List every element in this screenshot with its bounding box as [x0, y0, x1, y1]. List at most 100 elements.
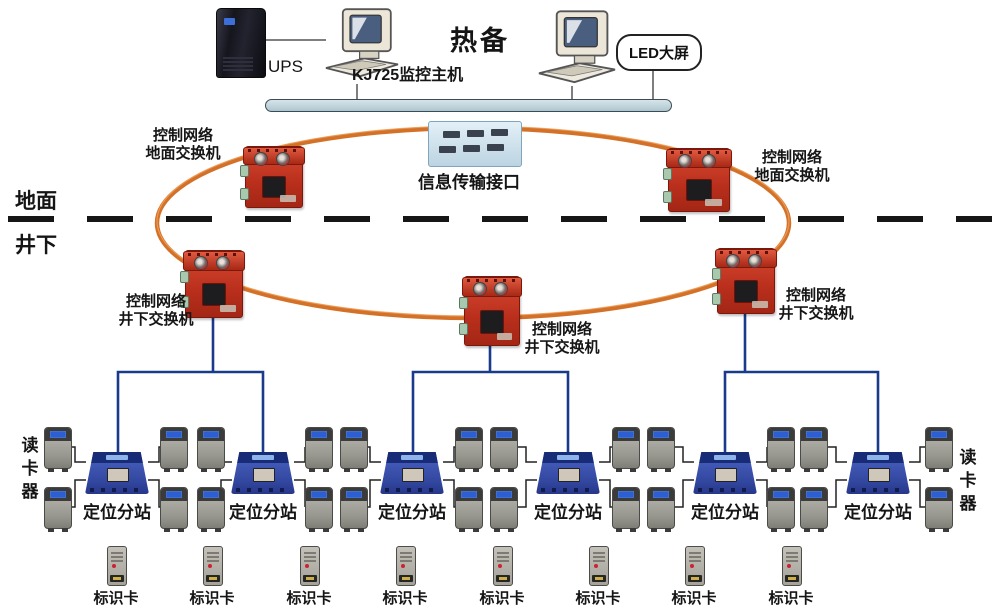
- substation-screen: [402, 468, 424, 482]
- reader-cap: [45, 488, 71, 501]
- transmission-interface-label: 信息传输接口: [418, 173, 520, 192]
- switch-top-cap: [715, 249, 777, 269]
- card-detail-line: [786, 556, 798, 558]
- card-reader-label-left: 读卡器: [18, 434, 42, 503]
- card-bottom-band: [688, 575, 702, 582]
- id-card: [782, 546, 802, 586]
- reader-cap: [491, 428, 517, 441]
- substation-label: 定位分站: [844, 503, 912, 522]
- switch-label-line2: 井下交换机: [524, 339, 600, 356]
- card-reader-label-char: 卡: [959, 471, 977, 490]
- reader-foot: [929, 528, 935, 532]
- reader-cap: [198, 488, 224, 501]
- reader-foot: [943, 528, 949, 532]
- switch-bolt-dots: [248, 149, 300, 152]
- reader-foot: [358, 468, 364, 472]
- reader-foot: [201, 528, 207, 532]
- reader-foot: [818, 468, 824, 472]
- reader-foot: [215, 468, 221, 472]
- substation-screen: [253, 468, 275, 482]
- id-card: [589, 546, 609, 586]
- card-bottom-band: [592, 575, 606, 582]
- reader-foot: [616, 468, 622, 472]
- card-reader-device: [612, 487, 640, 532]
- reader-cap: [45, 428, 71, 441]
- standby-host-icon: [538, 10, 616, 84]
- reader-foot: [309, 468, 315, 472]
- card-reader-device: [305, 487, 333, 532]
- positioning-substation: [846, 452, 910, 494]
- reader-foot: [358, 528, 364, 532]
- switch-top-cap: [462, 277, 522, 298]
- switch-knob: [473, 282, 487, 296]
- monitor-host-icon: [325, 8, 399, 78]
- reader-foot: [929, 468, 935, 472]
- card-reader-device: [767, 427, 795, 472]
- underground-network-switch: [459, 276, 522, 346]
- ethernet-bus: [265, 99, 672, 112]
- reader-screen: [346, 431, 362, 438]
- substation-top-band: [849, 452, 907, 463]
- card-reader-device: [44, 427, 72, 472]
- card-reader-device: [340, 487, 368, 532]
- substation-label: 定位分站: [83, 503, 151, 522]
- id-card-label: 标识卡: [671, 590, 717, 607]
- switch-label-line1: 控制网络: [531, 321, 592, 338]
- reader-foot: [651, 528, 657, 532]
- card-bottom-band: [110, 575, 124, 582]
- reader-foot: [459, 468, 465, 472]
- reader-screen: [346, 491, 362, 498]
- switch-knob: [194, 256, 208, 270]
- card-reader-label-char: 器: [21, 482, 39, 501]
- card-reader-label-char: 卡: [21, 459, 39, 478]
- underground-network-switch: [180, 250, 245, 318]
- card-bottom-band: [303, 575, 317, 582]
- switch-side-tab: [240, 187, 249, 200]
- reader-cap: [198, 428, 224, 441]
- id-card: [203, 546, 223, 586]
- reader-screen: [461, 491, 477, 498]
- ground-network-switch: [663, 148, 732, 212]
- reader-foot: [178, 468, 184, 472]
- substation-label: 定位分站: [534, 503, 602, 522]
- reader-cap: [768, 428, 794, 441]
- id-card-label: 标识卡: [382, 590, 428, 607]
- reader-cap: [161, 428, 187, 441]
- switch-label-line2: 井下交换机: [118, 311, 194, 328]
- substation-top-band: [539, 452, 597, 463]
- card-reader-label-char: 读: [21, 436, 39, 455]
- switch-side-tab: [712, 268, 721, 281]
- switch-label-line2: 地面交换机: [754, 167, 830, 184]
- positioning-substation: [380, 452, 444, 494]
- reader-foot: [344, 528, 350, 532]
- card-detail-line: [786, 552, 798, 554]
- reader-foot: [616, 528, 622, 532]
- reader-foot: [344, 468, 350, 472]
- surface-label: 地面: [15, 190, 57, 213]
- reader-foot: [215, 528, 221, 532]
- reader-screen: [653, 491, 669, 498]
- switch-knob: [216, 256, 230, 270]
- card-red-dot: [208, 564, 212, 568]
- reader-cap: [613, 428, 639, 441]
- positioning-substation: [231, 452, 295, 494]
- reader-foot: [323, 468, 329, 472]
- reader-screen: [203, 491, 219, 498]
- substation-bolts: [236, 488, 290, 492]
- id-card: [396, 546, 416, 586]
- card-reader-device: [455, 487, 483, 532]
- switch-screen: [202, 283, 226, 306]
- card-reader-device: [925, 487, 953, 532]
- card-detail-line: [111, 552, 123, 554]
- id-card: [300, 546, 320, 586]
- substation-bolts: [90, 488, 144, 492]
- card-detail-line: [111, 556, 123, 558]
- switch-label-line1: 控制网络: [785, 287, 846, 304]
- reader-foot: [494, 528, 500, 532]
- substation-top-band: [234, 452, 292, 463]
- substation-screen: [107, 468, 129, 482]
- reader-cap: [161, 488, 187, 501]
- reader-foot: [665, 528, 671, 532]
- card-bottom-band: [785, 575, 799, 582]
- substation-display-stripe: [400, 455, 424, 460]
